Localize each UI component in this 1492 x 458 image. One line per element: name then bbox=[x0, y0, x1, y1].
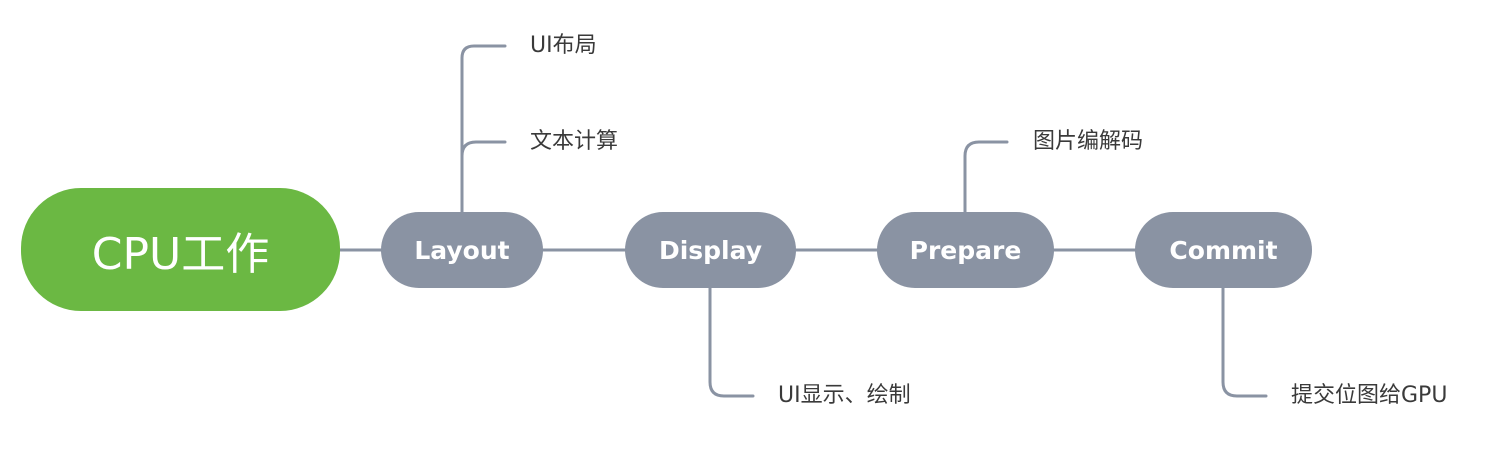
connector-commit-leaf-1 bbox=[1221, 286, 1268, 398]
step-node-commit[interactable]: Commit bbox=[1135, 212, 1312, 288]
root-node-label: CPU工作 bbox=[91, 228, 270, 280]
leaf-ui-layout[interactable]: UI布局 bbox=[530, 33, 597, 58]
step-node-label: Commit bbox=[1169, 235, 1278, 265]
leaf-submit-bitmap-gpu[interactable]: 提交位图给GPU bbox=[1291, 383, 1448, 408]
step-node-prepare[interactable]: Prepare bbox=[877, 212, 1054, 288]
connector-display-leaf-1 bbox=[708, 286, 755, 398]
step-node-label: Prepare bbox=[909, 235, 1022, 265]
leaf-ui-display-draw[interactable]: UI显示、绘制 bbox=[778, 383, 911, 408]
connector-prepare-leaf-1 bbox=[963, 140, 1009, 214]
connector-layout-leaf-2 bbox=[460, 140, 507, 158]
leaf-text-calculation[interactable]: 文本计算 bbox=[530, 129, 619, 154]
step-node-display[interactable]: Display bbox=[625, 212, 796, 288]
step-node-layout[interactable]: Layout bbox=[381, 212, 543, 288]
root-node-cpu-work[interactable]: CPU工作 bbox=[21, 188, 340, 311]
connector-layout-leaf-1 bbox=[460, 44, 507, 214]
leaf-image-codec[interactable]: 图片编解码 bbox=[1033, 129, 1144, 154]
step-node-label: Display bbox=[658, 235, 763, 265]
step-node-label: Layout bbox=[414, 235, 510, 265]
